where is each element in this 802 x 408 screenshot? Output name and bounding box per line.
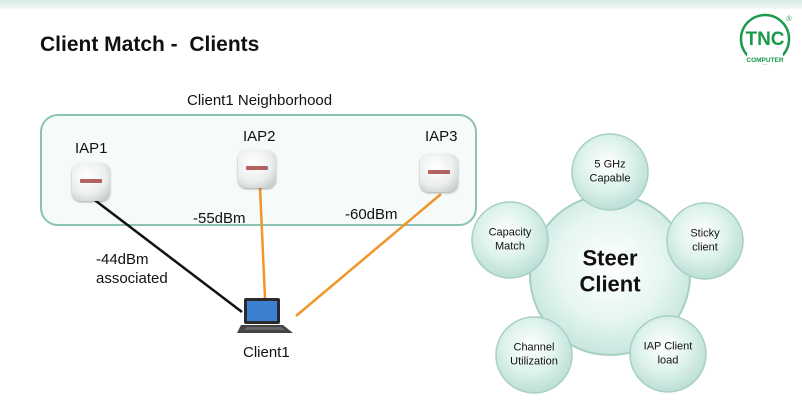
satellite-channel-line1: Channel: [513, 341, 555, 354]
satellite-sticky-line2: client: [692, 241, 718, 253]
client1-label: Client1: [243, 344, 290, 361]
satellite-5ghz-line1: 5 GHz: [594, 158, 626, 171]
satellite-iap-client-load: [629, 315, 707, 393]
satellite-channel-label: Channel Utilization: [510, 341, 558, 369]
iap3-label: IAP3: [425, 128, 458, 145]
satellite-5ghz-capable: [571, 133, 649, 211]
neighborhood-label: Client1 Neighborhood: [187, 92, 333, 109]
satellite-channel-line2: Utilization: [510, 355, 558, 367]
link-iap3-client1: [295, 193, 442, 317]
iap1-label: IAP1: [75, 140, 108, 157]
link-iap1-client1: [91, 197, 243, 313]
iap2-signal-label: -55dBm: [193, 210, 246, 227]
logo-subtitle: COMPUTER: [746, 57, 784, 64]
satellite-iap-load-label: IAP Client load: [644, 340, 693, 368]
iap2-access-point-icon: [238, 150, 276, 188]
logo-name: TNC: [745, 29, 784, 50]
laptop-icon: [235, 296, 295, 336]
logo-registered-mark: ®: [786, 15, 792, 23]
satellite-5ghz-label: 5 GHz Capable: [590, 158, 631, 186]
satellite-5ghz-line2: Capable: [589, 172, 631, 184]
satellite-capacity-line2: Match: [495, 240, 525, 252]
satellite-iap-load-line1: IAP Client: [643, 340, 693, 353]
steer-client-line1: Steer: [582, 245, 638, 271]
steer-client-title: Steer Client: [579, 246, 640, 299]
satellite-capacity-label: Capacity Match: [489, 226, 532, 254]
satellite-capacity-match: [471, 201, 549, 279]
steer-client-line2: Client: [579, 272, 641, 297]
iap3-signal-label: -60dBm: [345, 206, 398, 223]
iap1-access-point-icon: [72, 163, 110, 201]
slide-title: Client Match - Clients: [40, 33, 260, 56]
iap1-signal-label: -44dBm: [96, 251, 149, 268]
satellite-channel-utilization: [495, 316, 573, 394]
satellite-sticky-client: [666, 202, 744, 280]
slide-header-band: [0, 0, 802, 10]
link-iap2-client1: [258, 187, 267, 299]
satellite-iap-load-line2: load: [657, 354, 679, 366]
satellite-capacity-line1: Capacity: [488, 226, 532, 239]
satellite-sticky-line1: Sticky: [690, 227, 720, 240]
satellite-sticky-label: Sticky client: [690, 227, 719, 255]
tnc-logo: TNC COMPUTER ®: [736, 12, 794, 70]
iap3-access-point-icon: [420, 154, 458, 192]
iap1-status-label: associated: [96, 270, 168, 287]
iap2-label: IAP2: [243, 128, 276, 145]
